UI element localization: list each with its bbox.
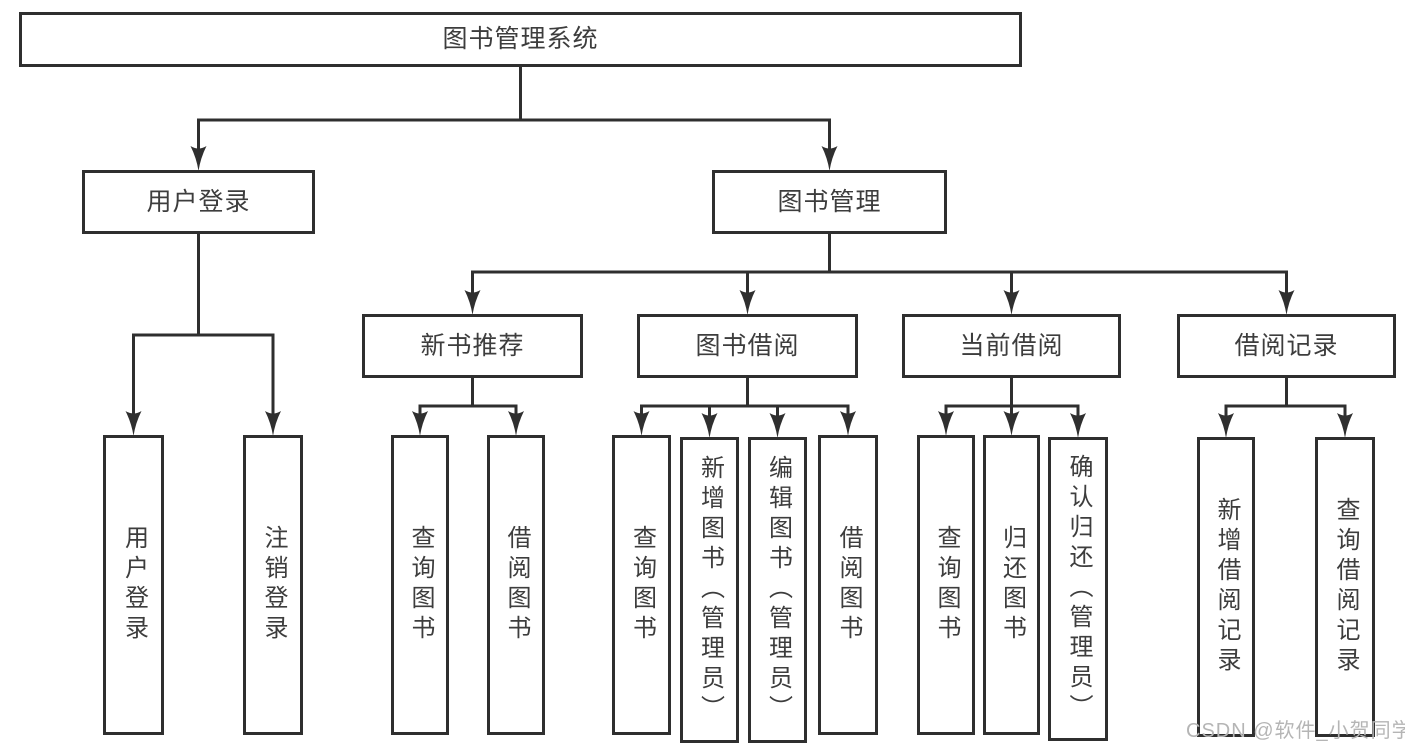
csdn-watermark: CSDN @软件_小贺同学 bbox=[1186, 720, 1405, 742]
arrow-icon bbox=[1278, 290, 1295, 315]
arrow-icon bbox=[1337, 413, 1353, 438]
connector-book-mgmt bbox=[471, 232, 1288, 298]
node-leaf-nbr-query: 查询图书 bbox=[391, 435, 449, 735]
node-leaf-nbr-borrow: 借阅图书 bbox=[487, 435, 545, 735]
arrow-icon bbox=[938, 411, 954, 436]
arrow-icon bbox=[701, 413, 718, 438]
node-new-book-rec: 新书推荐 bbox=[362, 314, 583, 378]
arrow-icon bbox=[412, 411, 428, 436]
node-root: 图书管理系统 bbox=[19, 12, 1022, 67]
connector-root bbox=[197, 65, 831, 154]
node-leaf-br-query: 查询借阅记录 bbox=[1315, 437, 1375, 737]
node-borrow-record: 借阅记录 bbox=[1177, 314, 1396, 378]
connector-book-borrow bbox=[640, 376, 850, 421]
node-leaf-bb-add: 新增图书（管理员） bbox=[680, 437, 739, 743]
arrow-icon bbox=[190, 146, 207, 171]
node-leaf-cb-query: 查询图书 bbox=[917, 435, 975, 735]
arrow-icon bbox=[265, 411, 281, 436]
arrow-icon bbox=[840, 411, 856, 436]
node-leaf-bb-edit: 编辑图书（管理员） bbox=[748, 437, 807, 743]
node-leaf-bb-borrow: 借阅图书 bbox=[818, 435, 878, 735]
arrow-icon bbox=[1218, 413, 1234, 438]
node-leaf-logout: 注销登录 bbox=[243, 435, 303, 735]
connector-user-login bbox=[132, 232, 275, 419]
arrow-icon bbox=[1003, 290, 1020, 315]
arrow-icon bbox=[821, 146, 838, 171]
arrow-icon bbox=[125, 411, 142, 436]
connector-borrow-record bbox=[1224, 376, 1347, 421]
arrow-icon bbox=[769, 413, 786, 438]
node-book-mgmt: 图书管理 bbox=[712, 170, 947, 234]
node-leaf-cb-confirm: 确认归还（管理员） bbox=[1048, 437, 1108, 741]
node-leaf-cb-return: 归还图书 bbox=[983, 435, 1040, 735]
node-current-borrow: 当前借阅 bbox=[902, 314, 1121, 378]
node-user-login: 用户登录 bbox=[82, 170, 315, 234]
node-leaf-user-login: 用户登录 bbox=[103, 435, 164, 735]
connector-current-borrow bbox=[944, 376, 1080, 421]
arrow-icon bbox=[739, 290, 756, 315]
node-book-borrow: 图书借阅 bbox=[637, 314, 858, 378]
connector-new-book-rec bbox=[418, 376, 518, 419]
arrow-icon bbox=[508, 411, 524, 436]
arrow-icon bbox=[464, 290, 481, 315]
arrow-icon bbox=[633, 411, 650, 436]
arrow-icon bbox=[1003, 411, 1020, 436]
node-leaf-bb-query: 查询图书 bbox=[612, 435, 671, 735]
node-leaf-br-add: 新增借阅记录 bbox=[1197, 437, 1255, 737]
arrow-icon bbox=[1070, 413, 1086, 438]
